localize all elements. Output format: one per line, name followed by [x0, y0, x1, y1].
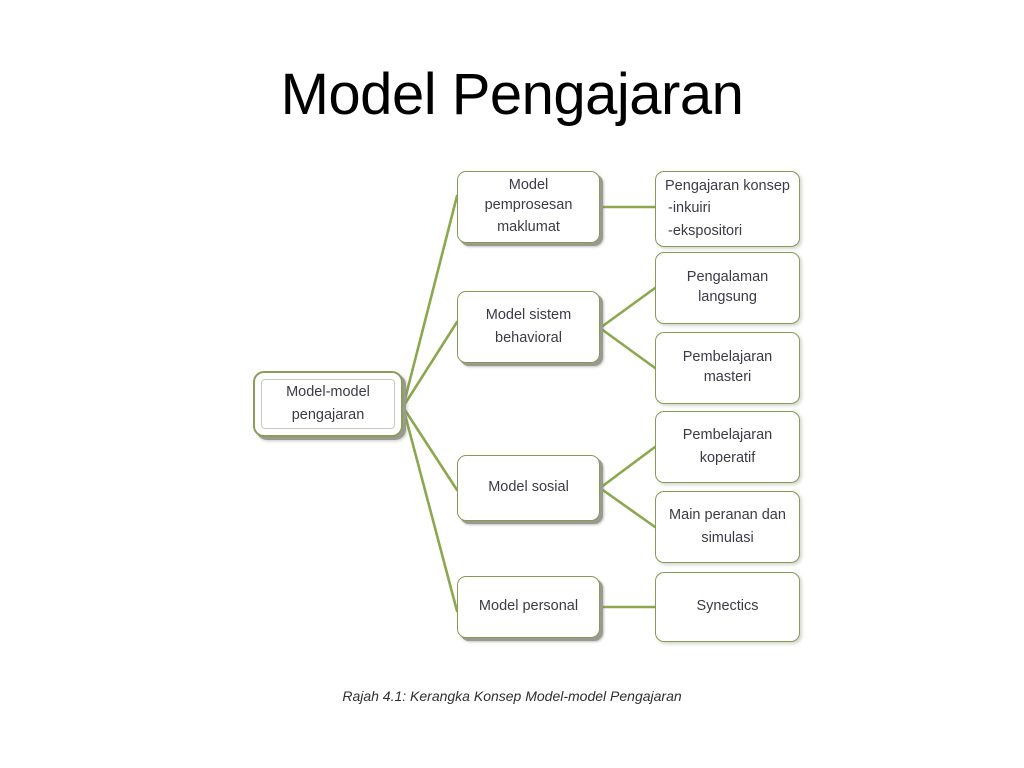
node-pengajaran-konsep[interactable]: Pengajaran konsep -inkuiri -ekspositori: [655, 171, 800, 247]
connector-sosial-to-koperatif: [598, 445, 657, 490]
node-pembelajaran-masteri[interactable]: Pembelajaran masteri: [655, 332, 800, 404]
page-title: Model Pengajaran: [280, 62, 744, 127]
connector-root-to-sosial: [401, 405, 459, 492]
connector-root-to-pemprosesan: [401, 194, 459, 409]
connector-root-to-behavioral: [401, 320, 459, 409]
node-label: Main peranan dan simulasi: [669, 506, 786, 546]
node-label: Model sistem behavioral: [485, 306, 572, 346]
connector-behavioral-to-langsung: [598, 286, 657, 330]
node-pengalaman-langsung[interactable]: Pengalaman langsung: [655, 252, 800, 324]
node-root-model-model-pengajaran[interactable]: Model-model pengajaran: [253, 371, 403, 437]
node-pembelajaran-koperatif[interactable]: Pembelajaran koperatif: [655, 411, 800, 483]
figure-caption: Rajah 4.1: Kerangka Konsep Model-model P…: [342, 688, 682, 704]
node-model-personal[interactable]: Model personal: [457, 576, 600, 638]
node-root-label: Model-model pengajaran: [286, 383, 370, 423]
connector-sosial-to-simulasi: [598, 486, 657, 529]
node-main-peranan-dan-simulasi[interactable]: Main peranan dan simulasi: [655, 491, 800, 563]
connector-root-to-personal: [401, 405, 459, 613]
node-root-inner: Model-model pengajaran: [261, 379, 395, 429]
node-model-sosial[interactable]: Model sosial: [457, 455, 600, 521]
node-synectics[interactable]: Synectics: [655, 572, 800, 642]
node-label: Model personal: [478, 598, 579, 615]
node-model-pemprosesan-maklumat[interactable]: Model pemprosesan maklumat: [457, 171, 600, 243]
node-label: Model pemprosesan maklumat: [484, 177, 573, 236]
node-label: Synectics: [696, 598, 759, 615]
node-label: Model sosial: [488, 479, 569, 496]
node-label: Pembelajaran koperatif: [682, 426, 773, 466]
connector-behavioral-to-masteri: [598, 326, 657, 370]
node-label: Pengalaman langsung: [686, 269, 769, 305]
node-label: Pengajaran konsep -inkuiri -ekspositori: [665, 177, 790, 239]
node-label: Pembelajaran masteri: [682, 349, 773, 385]
node-model-sistem-behavioral[interactable]: Model sistem behavioral: [457, 291, 600, 363]
